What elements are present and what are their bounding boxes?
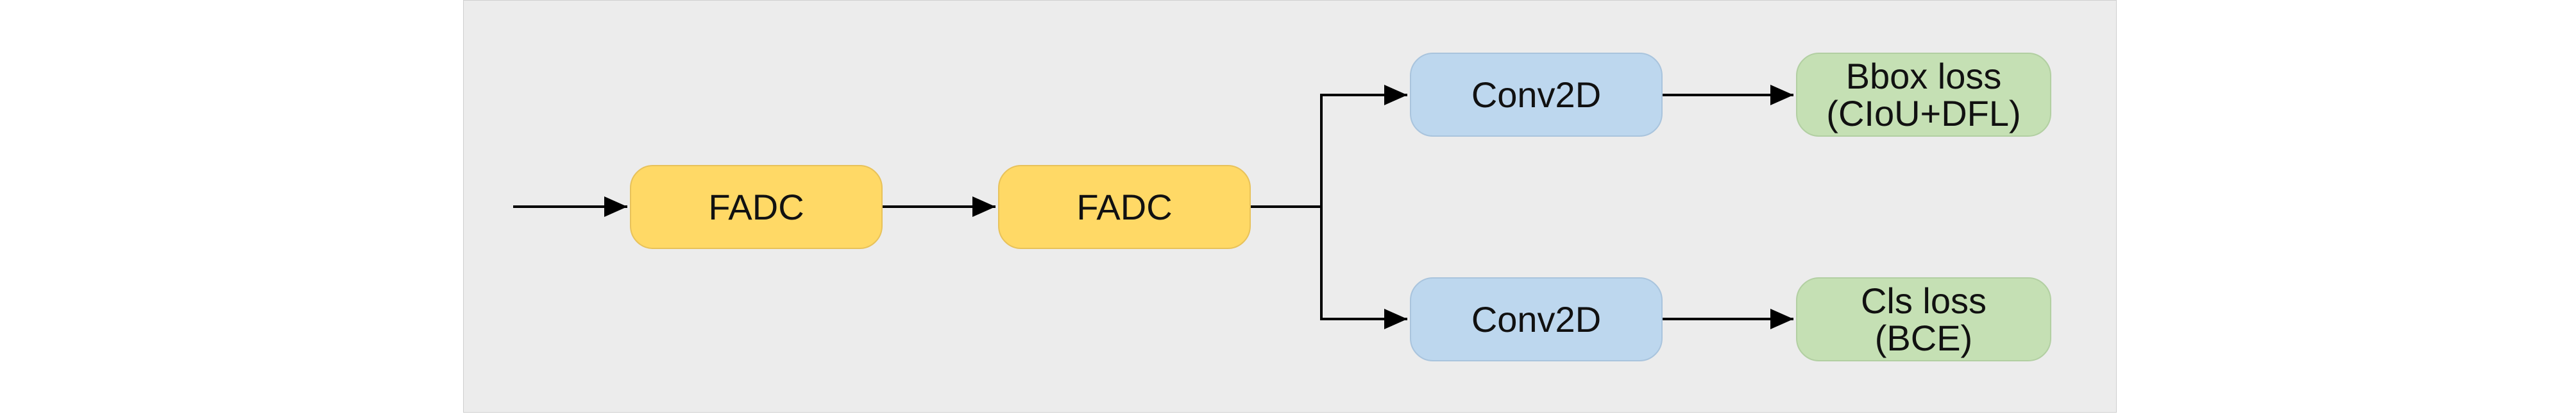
fadc-block-2-label: FADC (1076, 186, 1173, 227)
fadc-block-1: FADC (630, 165, 883, 249)
conv2d-block-bottom-label: Conv2D (1471, 298, 1602, 340)
cls-loss-formula: (BCE) (1874, 317, 1973, 358)
cls-loss-label: Cls loss (1860, 280, 1987, 321)
fadc-block-1-label: FADC (708, 186, 804, 227)
bbox-loss-label: Bbox loss (1845, 55, 2002, 96)
fadc-block-2: FADC (998, 165, 1251, 249)
cls-loss-block: Cls loss (BCE) (1796, 277, 2051, 361)
bbox-loss-block: Bbox loss (CIoU+DFL) (1796, 53, 2051, 137)
bbox-loss-formula: (CIoU+DFL) (1826, 92, 2021, 134)
conv2d-block-top: Conv2D (1410, 53, 1663, 137)
conv2d-block-bottom: Conv2D (1410, 277, 1663, 361)
conv2d-block-top-label: Conv2D (1471, 74, 1602, 115)
